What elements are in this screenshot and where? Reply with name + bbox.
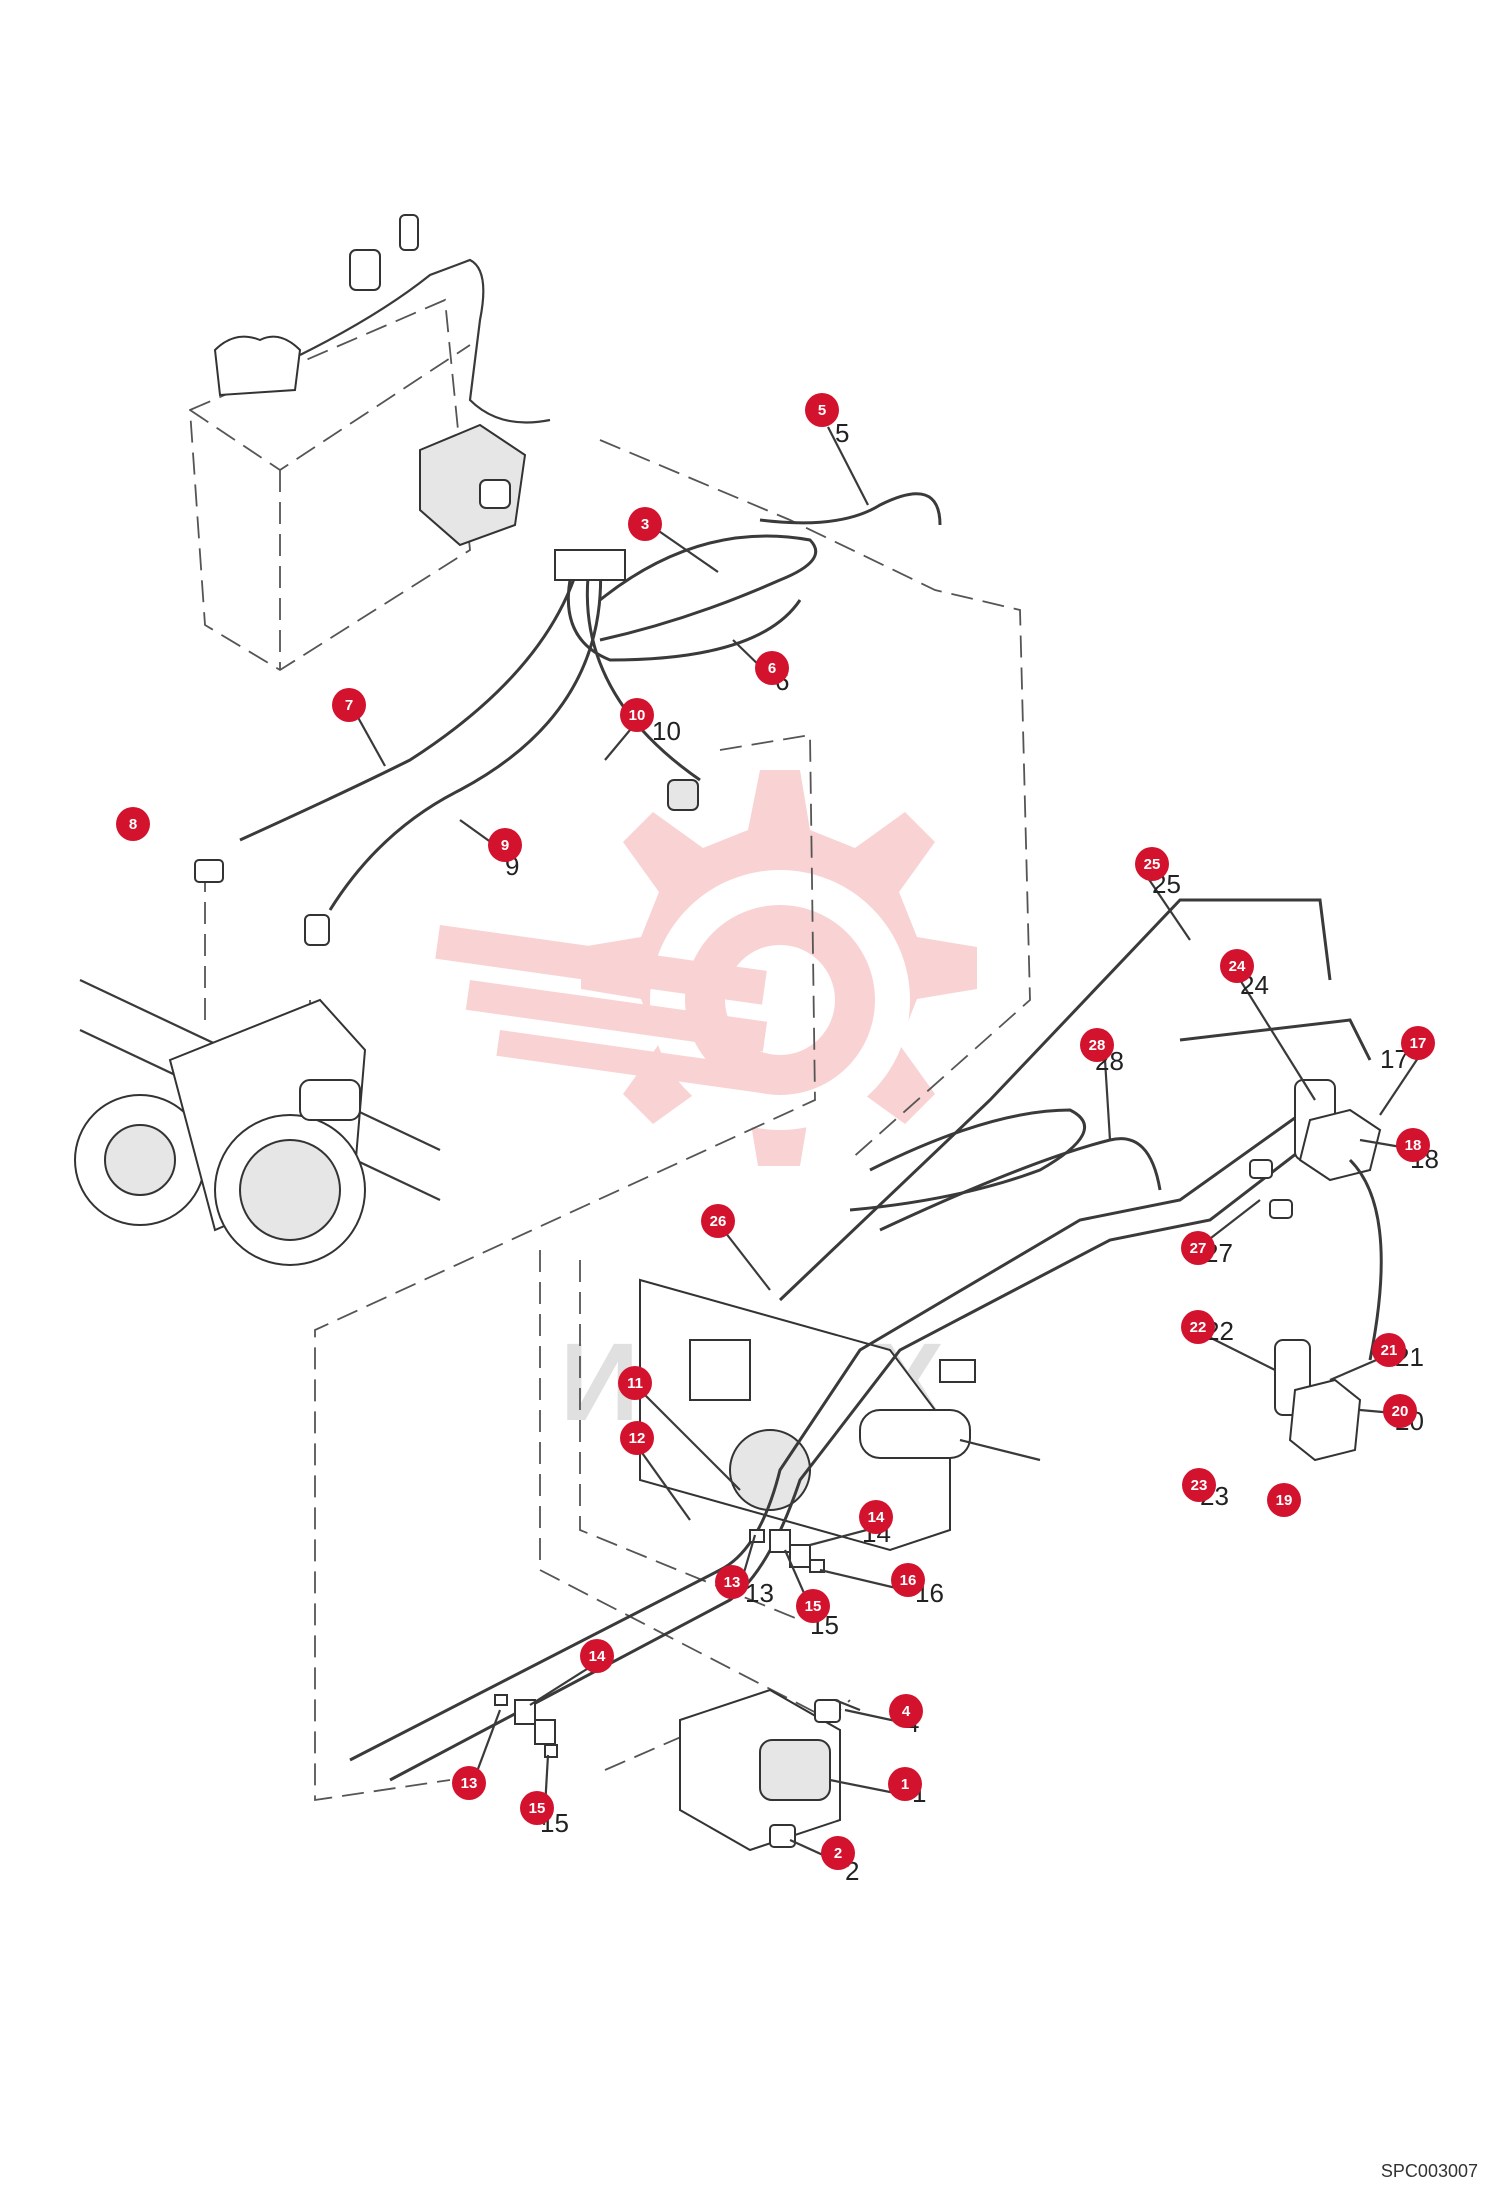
callout-9: 9 <box>488 828 522 862</box>
svg-text:25: 25 <box>1144 856 1161 873</box>
svg-text:9: 9 <box>501 837 509 854</box>
svg-text:8: 8 <box>129 816 137 833</box>
callout-25: 25 <box>1135 847 1169 881</box>
callout-11: 11 <box>618 1366 652 1400</box>
svg-text:28: 28 <box>1089 1037 1106 1054</box>
svg-text:19: 19 <box>1276 1492 1293 1509</box>
callout-24: 24 <box>1220 949 1254 983</box>
leader-lines: 5 6 10 9 25 24 17 18 27 28 22 21 20 23 1… <box>354 418 1439 1886</box>
callout-21: 21 <box>1372 1333 1406 1367</box>
callout-19: 19 <box>1267 1483 1301 1517</box>
callout-14a: 14 <box>859 1500 893 1534</box>
callout-6: 6 <box>755 651 789 685</box>
svg-text:10: 10 <box>629 707 646 724</box>
callout-17: 17 <box>1401 1026 1435 1060</box>
callout-20: 20 <box>1383 1394 1417 1428</box>
svg-text:4: 4 <box>902 1703 911 1720</box>
drawing-code: SPC003007 <box>1380 2161 1478 2181</box>
svg-text:13: 13 <box>724 1574 741 1591</box>
callout-23: 23 <box>1182 1468 1216 1502</box>
svg-text:14: 14 <box>868 1509 885 1526</box>
callout-14b: 14 <box>580 1639 614 1673</box>
svg-text:13: 13 <box>461 1775 478 1792</box>
svg-text:7: 7 <box>345 697 353 714</box>
callout-1: 1 <box>888 1767 922 1801</box>
callout-28: 28 <box>1080 1028 1114 1062</box>
callout-8: 8 <box>116 807 150 841</box>
svg-text:15: 15 <box>805 1598 822 1615</box>
svg-text:15: 15 <box>529 1800 546 1817</box>
hydraulic-pump <box>679 1688 861 1852</box>
svg-text:27: 27 <box>1190 1240 1207 1257</box>
svg-text:23: 23 <box>1191 1477 1208 1494</box>
callout-13a: 13 <box>715 1565 749 1599</box>
callout-3: 3 <box>628 507 662 541</box>
svg-text:24: 24 <box>1229 958 1246 975</box>
svg-text:10: 10 <box>652 716 681 746</box>
svg-text:20: 20 <box>1392 1403 1409 1420</box>
callout-2: 2 <box>821 1836 855 1870</box>
svg-text:5: 5 <box>818 402 826 419</box>
callout-10: 10 <box>620 698 654 732</box>
callout-26: 26 <box>701 1204 735 1238</box>
svg-text:18: 18 <box>1405 1137 1422 1154</box>
svg-text:22: 22 <box>1190 1319 1207 1336</box>
svg-text:12: 12 <box>629 1430 646 1447</box>
callout-15b: 15 <box>520 1791 554 1825</box>
svg-text:3: 3 <box>641 516 649 533</box>
svg-text:17: 17 <box>1410 1035 1427 1052</box>
callout-5: 5 <box>805 393 839 427</box>
upper-hoses <box>194 492 942 946</box>
svg-text:11: 11 <box>627 1375 643 1392</box>
svg-text:2: 2 <box>834 1845 842 1862</box>
callout-27: 27 <box>1181 1231 1215 1265</box>
center-frame <box>639 1278 1041 1552</box>
svg-text:26: 26 <box>710 1213 727 1230</box>
svg-text:14: 14 <box>589 1648 606 1665</box>
svg-text:21: 21 <box>1381 1342 1398 1359</box>
svg-text:13: 13 <box>745 1578 774 1608</box>
callout-4: 4 <box>889 1694 923 1728</box>
callout-18: 18 <box>1396 1128 1430 1162</box>
hydraulic-tank <box>189 214 551 672</box>
callout-13b: 13 <box>452 1766 486 1800</box>
callout-7: 7 <box>332 688 366 722</box>
svg-text:6: 6 <box>768 660 776 677</box>
valve-block-right <box>1249 1079 1383 1462</box>
callout-12: 12 <box>620 1421 654 1455</box>
callout-15a: 15 <box>796 1589 830 1623</box>
callout-16: 16 <box>891 1563 925 1597</box>
axle-left <box>74 979 441 1266</box>
callout-22: 22 <box>1181 1310 1215 1344</box>
svg-text:16: 16 <box>900 1572 917 1589</box>
svg-text:5: 5 <box>835 418 849 448</box>
svg-text:1: 1 <box>901 1776 909 1793</box>
